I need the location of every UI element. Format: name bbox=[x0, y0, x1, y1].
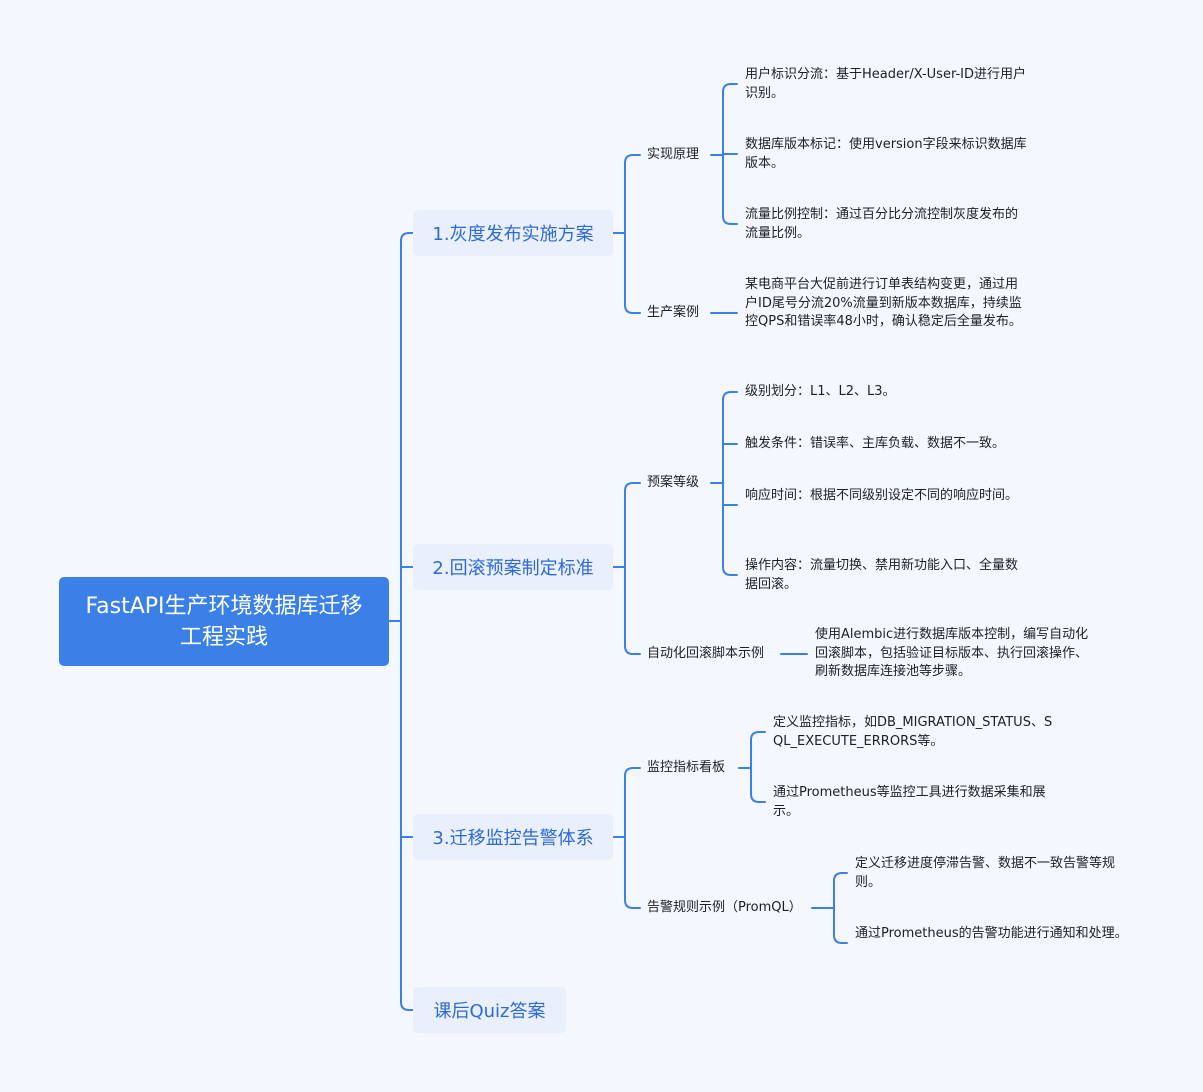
leaf-level-division: 级别划分：L1、L2、L3。 bbox=[745, 384, 896, 399]
branch-label: 课后Quiz答案 bbox=[433, 1001, 546, 1022]
topic-plan-levels[interactable]: 预案等级 bbox=[647, 475, 700, 490]
connector-line bbox=[750, 767, 766, 803]
connector-line bbox=[624, 836, 641, 909]
connector-line bbox=[400, 232, 414, 622]
branch-label: 3.迁移监控告警体系 bbox=[432, 828, 594, 849]
leaf-operation-content: 操作内容：流量切换、禁用新功能入口、全量数据回滚。 bbox=[745, 558, 1019, 592]
leaf-alert-rules: 定义迁移进度停滞告警、数据不一致告警等规则。 bbox=[855, 856, 1116, 890]
connector-line bbox=[400, 620, 414, 1011]
leaf-prometheus-collection: 通过Prometheus等监控工具进行数据采集和展示。 bbox=[773, 785, 1046, 819]
leaf-user-id-split: 用户标识分流：基于Header/X-User-ID进行用户识别。 bbox=[745, 67, 1026, 101]
topic-alert-rule-example[interactable]: 告警规则示例（PromQL） bbox=[647, 900, 802, 915]
leaf-define-metrics: 定义监控指标，如DB_MIGRATION_STATUS、SQL_EXECUTE_… bbox=[773, 715, 1053, 749]
topic-monitoring-dashboard[interactable]: 监控指标看板 bbox=[647, 760, 726, 775]
branch-label: 2.回滚预案制定标准 bbox=[432, 558, 594, 579]
root-node[interactable]: FastAPI生产环境数据库迁移工程实践 bbox=[59, 577, 389, 666]
leaf-response-time: 响应时间：根据不同级别设定不同的响应时间。 bbox=[745, 488, 1019, 503]
connector-line bbox=[833, 907, 848, 944]
leaf-ecommerce-case: 某电商平台大促前进行订单表结构变更，通过用户ID尾号分流20%流量到新版本数据库… bbox=[745, 277, 1022, 329]
connector-line bbox=[624, 482, 641, 568]
connector-line bbox=[624, 154, 641, 234]
connector-line bbox=[624, 232, 641, 314]
leaf-db-version-tag: 数据库版本标记：使用version字段来标识数据库版本。 bbox=[745, 137, 1027, 171]
connector-line bbox=[750, 731, 766, 769]
leaf-prometheus-alerting: 通过Prometheus的告警功能进行通知和处理。 bbox=[855, 926, 1128, 941]
branch-gray-release[interactable]: 1.灰度发布实施方案 bbox=[413, 210, 613, 256]
branch-quiz-answers[interactable]: 课后Quiz答案 bbox=[413, 987, 566, 1033]
branch-migration-monitoring[interactable]: 3.迁移监控告警体系 bbox=[413, 814, 613, 860]
leaf-traffic-ratio-control: 流量比例控制：通过百分比分流控制灰度发布的流量比例。 bbox=[745, 207, 1019, 241]
branch-label: 1.灰度发布实施方案 bbox=[432, 224, 594, 245]
topic-auto-rollback-script[interactable]: 自动化回滚脚本示例 bbox=[647, 646, 765, 661]
leaf-alembic-script: 使用Alembic进行数据库版本控制，编写自动化回滚脚本，包括验证目标版本、执行… bbox=[815, 627, 1089, 679]
connector-line bbox=[722, 83, 738, 156]
topic-production-case[interactable]: 生产案例 bbox=[647, 305, 700, 320]
topic-implementation-principle[interactable]: 实现原理 bbox=[647, 147, 700, 162]
branch-rollback-plan[interactable]: 2.回滚预案制定标准 bbox=[413, 544, 613, 590]
connector-line bbox=[722, 154, 738, 225]
connector-line bbox=[722, 482, 738, 576]
connector-line bbox=[624, 767, 641, 838]
leaf-trigger-conditions: 触发条件：错误率、主库负载、数据不一致。 bbox=[745, 436, 1006, 451]
connector-line bbox=[722, 391, 738, 484]
connector-line bbox=[624, 566, 641, 655]
connector-line bbox=[833, 872, 848, 909]
root-title: FastAPI生产环境数据库迁移工程实践 bbox=[85, 593, 363, 650]
